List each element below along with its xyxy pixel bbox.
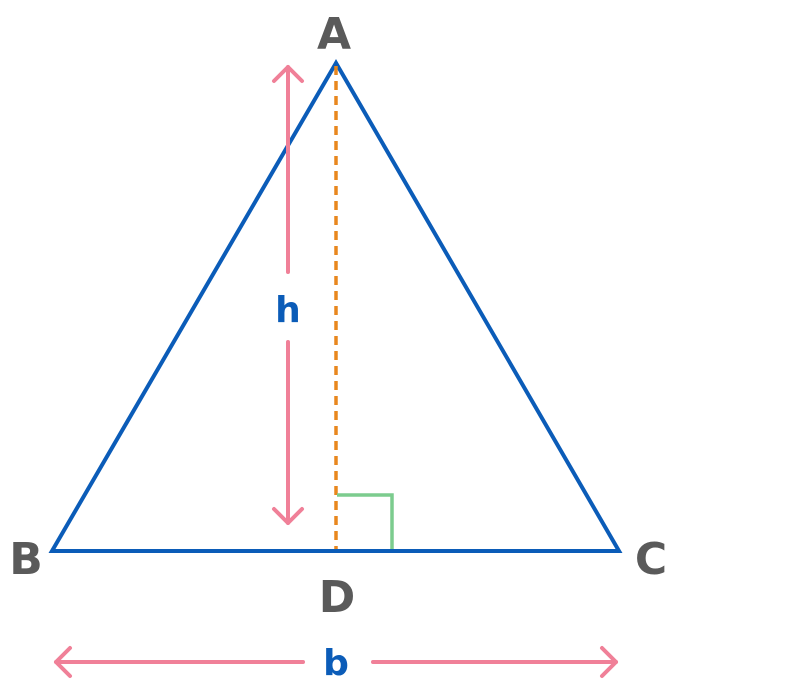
height-arrowhead-bottom (272, 507, 304, 525)
height-arrowhead-top (272, 65, 304, 83)
vertex-label-a: A (317, 9, 351, 60)
base-arrow (54, 646, 618, 678)
base-arrowhead-right (600, 646, 618, 678)
vertex-label-c: C (635, 534, 667, 585)
vertex-label-b: B (9, 534, 43, 585)
base-label: b (323, 643, 349, 684)
vertex-label-d: D (319, 572, 356, 623)
height-arrow (272, 65, 304, 525)
triangle-abc (48, 59, 623, 553)
base-arrowhead-left (54, 646, 72, 678)
right-angle-marker (337, 493, 394, 549)
height-label: h (275, 290, 301, 331)
